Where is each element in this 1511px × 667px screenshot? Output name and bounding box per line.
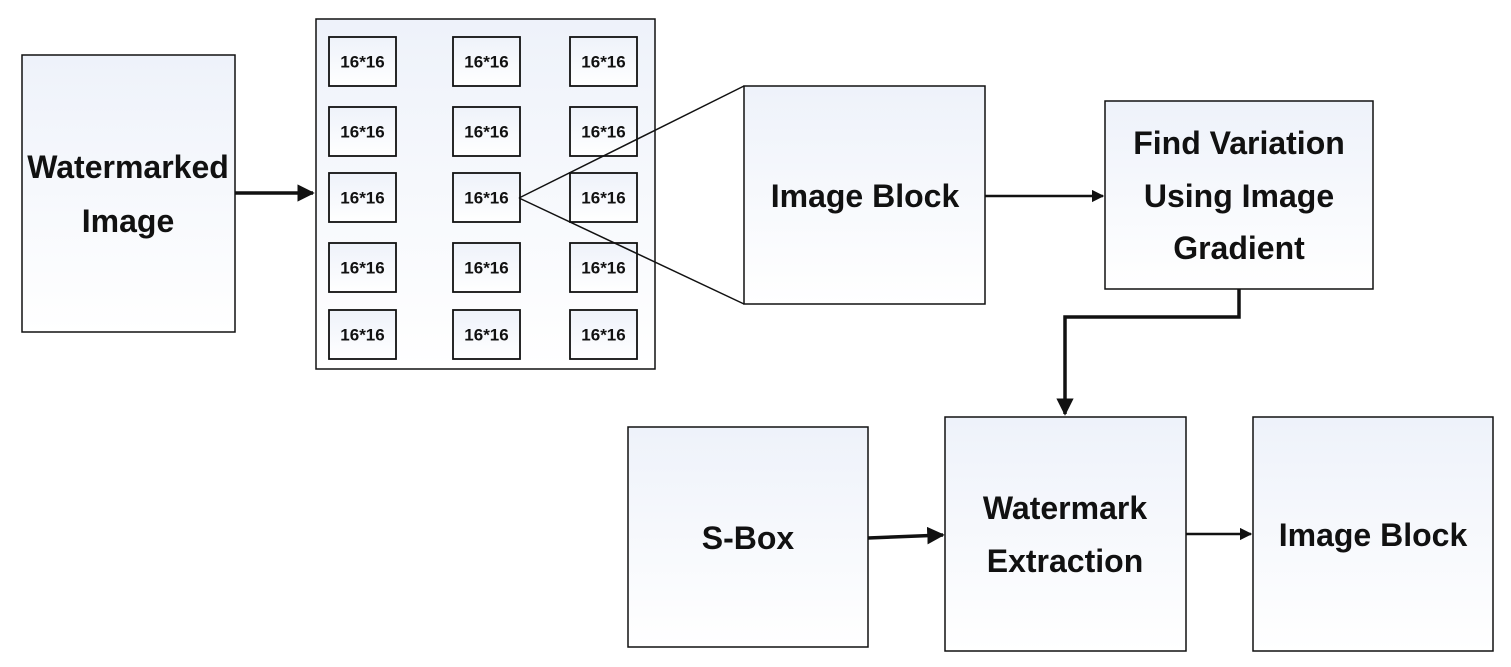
find-variation-label-line-1: Find Variation	[1133, 125, 1345, 161]
grid-cell-label: 16*16	[340, 123, 384, 142]
grid-cell-box	[452, 36, 521, 87]
image-block-bottom-label: Image Block	[1279, 517, 1468, 553]
grid-cell-label: 16*16	[464, 123, 508, 142]
grid-cell-label: 16*16	[464, 53, 508, 72]
grid-cell-box	[569, 106, 638, 157]
grid-cell: 16*16	[452, 36, 521, 87]
zoom-line-bottom	[518, 197, 745, 305]
grid-cell-label: 16*16	[581, 259, 625, 278]
grid-cell: 16*16	[569, 106, 638, 157]
image-block-bottom-box	[1252, 416, 1494, 652]
grid-cell: 16*16	[452, 309, 521, 360]
zoom-line-top	[518, 85, 745, 199]
grid-cell-label: 16*16	[340, 326, 384, 345]
arrow-sbox-to-extraction	[867, 526, 945, 545]
block-grid: 16*16 16*16 16*16 16*16 16*16 16*16 16*16 16*16…	[315, 18, 656, 370]
grid-cell-box	[328, 36, 397, 87]
watermarked-image-node: Watermarked Image	[21, 54, 236, 333]
grid-cell-label: 16*16	[340, 259, 384, 278]
arrow-variation-to-extraction	[1056, 289, 1241, 416]
grid-cell-box	[452, 242, 521, 293]
block-grid-cells: 16*16 16*16 16*16 16*16 16*16 16*16 16*16 16*16…	[328, 36, 638, 360]
grid-cell-label: 16*16	[340, 53, 384, 72]
grid-cell: 16*16	[569, 309, 638, 360]
grid-cell-box	[569, 309, 638, 360]
image-block-bottom-node: Image Block	[1252, 416, 1494, 652]
grid-cell: 16*16	[452, 106, 521, 157]
grid-cell-box	[328, 309, 397, 360]
find-variation-label-line-2: Using Image	[1144, 178, 1334, 214]
find-variation-box	[1104, 100, 1374, 290]
watermark-extraction-label-line-1: Watermark	[983, 490, 1147, 526]
grid-cell: 16*16	[328, 36, 397, 87]
grid-cell-label: 16*16	[464, 189, 508, 208]
grid-cell-box	[452, 309, 521, 360]
watermarked-image-box	[21, 54, 236, 333]
grid-cell: 16*16	[328, 309, 397, 360]
grid-cell-box	[452, 106, 521, 157]
image-block-top-box	[743, 85, 986, 305]
grid-cell-box	[328, 106, 397, 157]
grid-cell-box	[328, 172, 397, 223]
grid-cell-box	[328, 242, 397, 293]
grid-cell: 16*16	[569, 36, 638, 87]
watermarked-image-label-line-2: Image	[82, 203, 174, 239]
grid-cell-box	[452, 172, 521, 223]
watermarked-image-label-line-1: Watermarked	[27, 149, 229, 185]
grid-cell-label: 16*16	[581, 189, 625, 208]
grid-cell-label: 16*16	[581, 326, 625, 345]
grid-cell: 16*16	[569, 172, 638, 223]
grid-cell: 16*16	[452, 172, 521, 223]
sbox-node: S-Box	[627, 426, 869, 648]
grid-cell: 16*16	[569, 242, 638, 293]
grid-cell-label: 16*16	[581, 53, 625, 72]
find-variation-node: Find Variation Using Image Gradient	[1104, 100, 1374, 290]
image-block-top-label: Image Block	[771, 178, 960, 214]
grid-cell-label: 16*16	[464, 326, 508, 345]
grid-cell: 16*16	[452, 242, 521, 293]
grid-cell-label: 16*16	[464, 259, 508, 278]
find-variation-label-line-3: Gradient	[1173, 230, 1305, 266]
grid-cell: 16*16	[328, 172, 397, 223]
grid-cell-box	[569, 172, 638, 223]
grid-cell: 16*16	[328, 106, 397, 157]
sbox-box	[627, 426, 869, 648]
watermark-extraction-box	[944, 416, 1187, 652]
image-block-top-node: Image Block	[743, 85, 986, 305]
sbox-label: S-Box	[702, 520, 795, 556]
watermark-extraction-label-line-2: Extraction	[987, 543, 1143, 579]
grid-cell-box	[569, 36, 638, 87]
watermark-extraction-node: Watermark Extraction	[944, 416, 1187, 652]
grid-cell-label: 16*16	[340, 189, 384, 208]
grid-cell-box	[569, 242, 638, 293]
grid-cell-label: 16*16	[581, 123, 625, 142]
grid-cell: 16*16	[328, 242, 397, 293]
